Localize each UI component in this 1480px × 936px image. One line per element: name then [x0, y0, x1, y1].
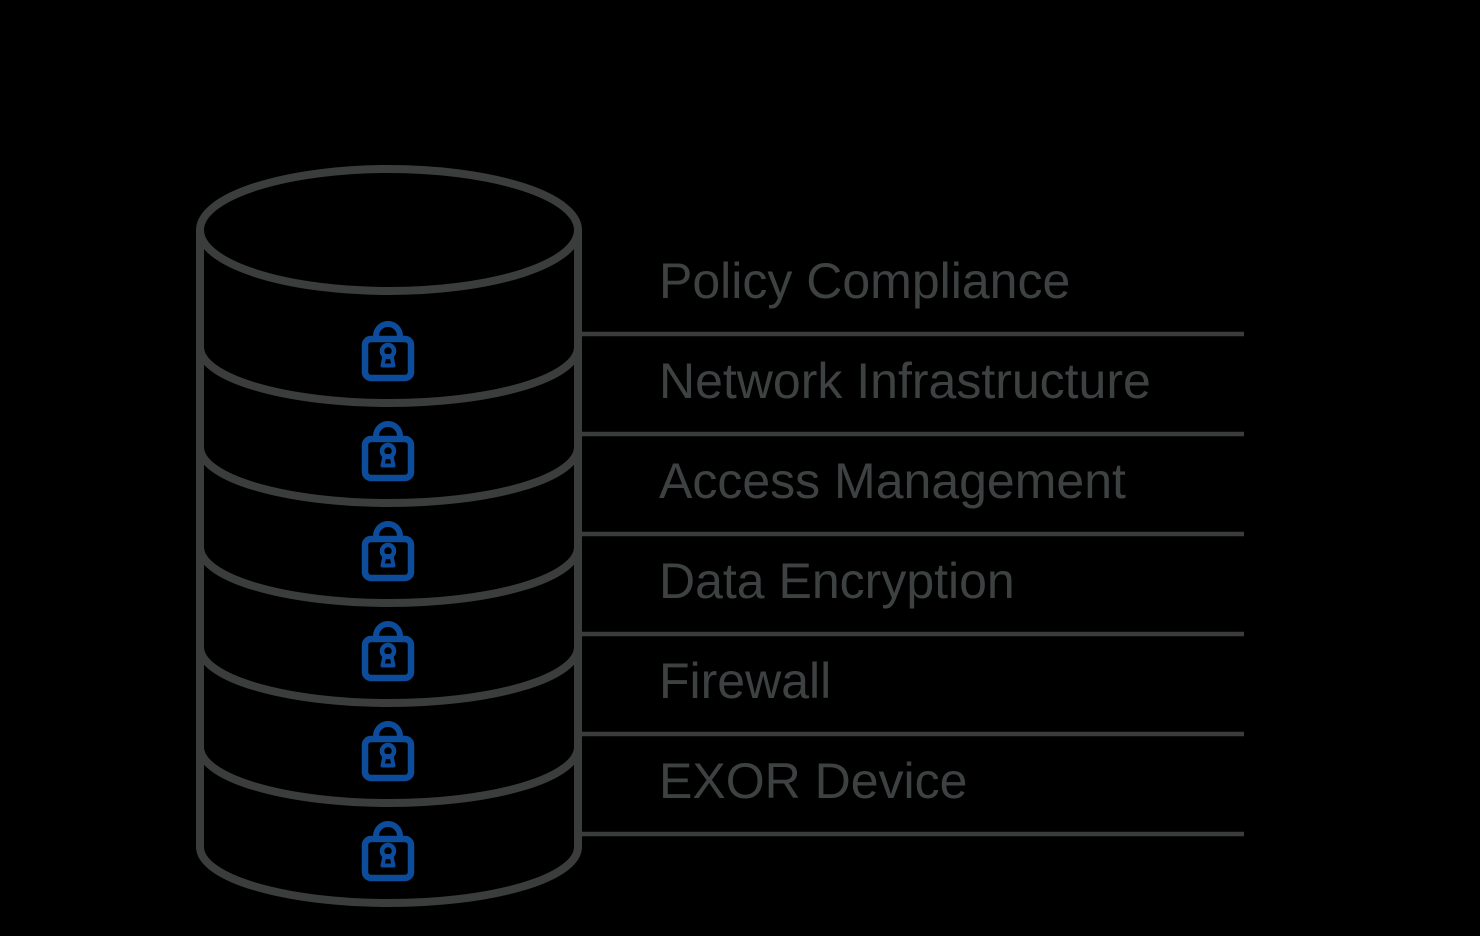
layer-policy-compliance: Policy Compliance — [196, 253, 1244, 407]
padlock-shackle — [373, 821, 403, 839]
layer-label: Network Infrastructure — [659, 353, 1151, 409]
layer-label: Access Management — [659, 453, 1126, 509]
padlock-keyhole-stem — [380, 654, 396, 668]
padlock-shackle — [373, 721, 403, 739]
padlock-shackle — [373, 421, 403, 439]
padlock-icon — [361, 721, 415, 782]
layer-data-encryption: Data Encryption — [196, 553, 1244, 707]
layer-network-infrastructure: Network Infrastructure — [196, 353, 1244, 507]
padlock-icon — [361, 821, 415, 882]
layer-access-management: Access Management — [196, 453, 1244, 607]
layer-firewall: Firewall — [196, 653, 1244, 807]
padlock-icon — [361, 321, 415, 382]
padlock-icon — [361, 621, 415, 682]
padlock-shackle — [373, 521, 403, 539]
layer-separator-arc — [196, 346, 582, 407]
padlock-icon — [361, 421, 415, 482]
padlock-body — [361, 835, 415, 882]
layer-separator-arc — [196, 646, 582, 707]
padlock-shackle — [373, 621, 403, 639]
padlock-keyhole-stem — [380, 754, 396, 768]
cylinder-top-ellipse — [196, 165, 582, 295]
padlock-keyhole-stem — [380, 454, 396, 468]
layer-label: EXOR Device — [659, 753, 967, 809]
layer-label: Data Encryption — [659, 553, 1015, 609]
padlock-body — [361, 735, 415, 782]
layer-separator-arc — [196, 446, 582, 507]
padlock-body — [361, 435, 415, 482]
padlock-icon — [361, 521, 415, 582]
padlock-keyhole-stem — [380, 854, 396, 868]
padlock-keyhole-stem — [380, 354, 396, 368]
layer-label: Policy Compliance — [659, 253, 1070, 309]
padlock-body — [361, 335, 415, 382]
layer-separator-arc — [196, 546, 582, 607]
layer-label: Firewall — [659, 653, 831, 709]
padlock-body — [361, 535, 415, 582]
padlock-shackle — [373, 321, 403, 339]
layer-separator-arc — [196, 746, 582, 807]
cylinder-bottom-arc — [196, 846, 582, 907]
layer-exor-device: EXOR Device — [196, 753, 1244, 907]
padlock-body — [361, 635, 415, 682]
padlock-keyhole-stem — [380, 554, 396, 568]
